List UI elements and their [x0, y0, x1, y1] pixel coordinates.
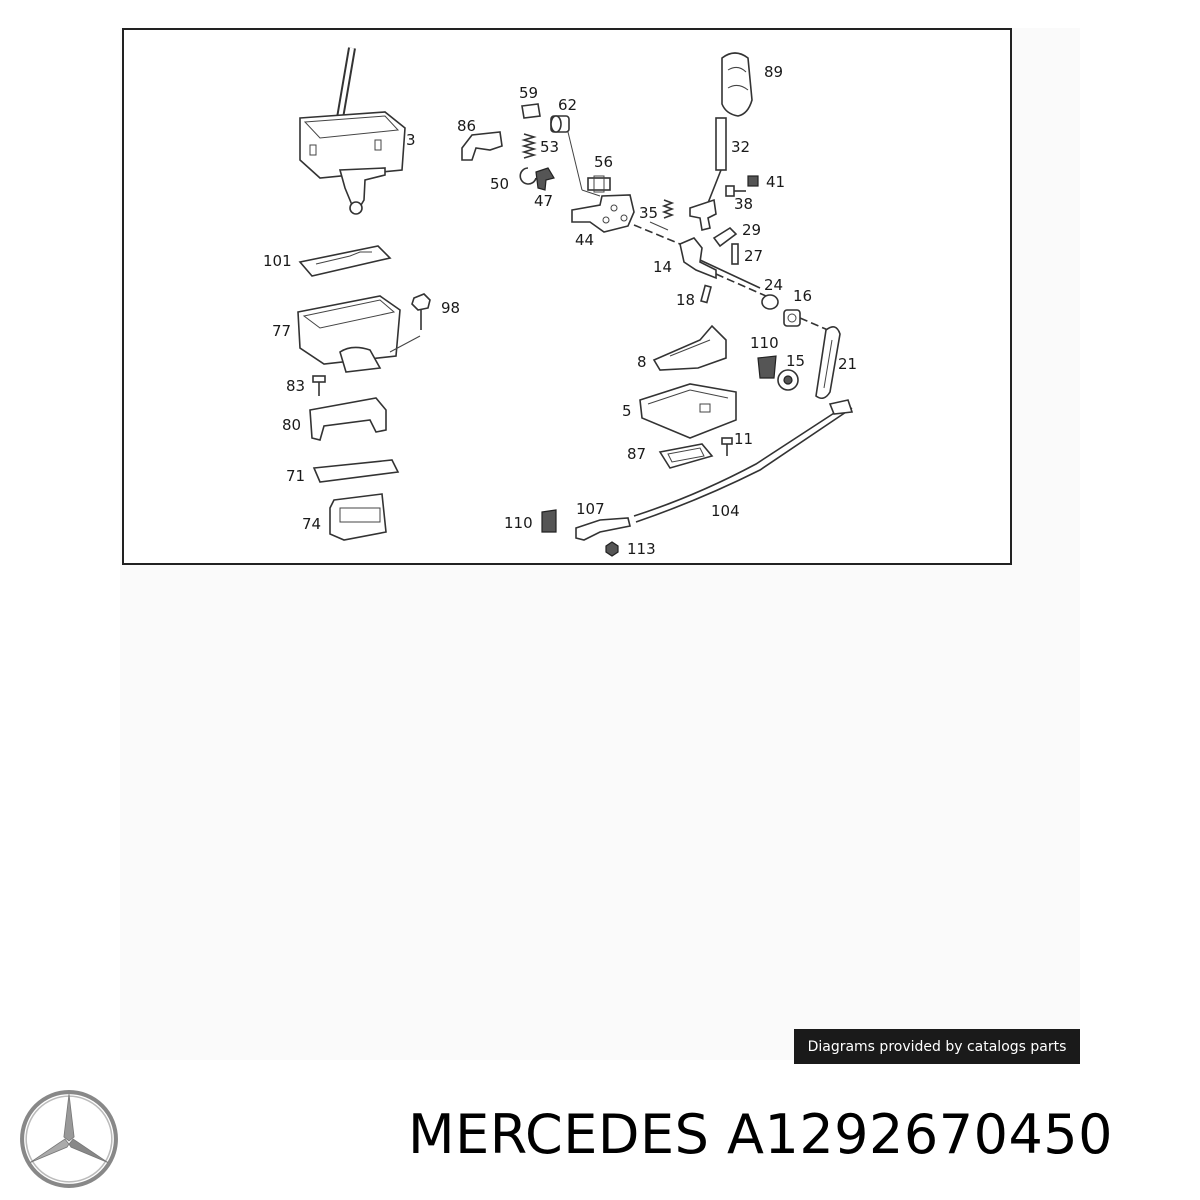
- brand-title: MERCEDES A1292670450: [408, 1108, 1113, 1162]
- callout-16: 16: [793, 287, 812, 305]
- callout-77: 77: [272, 322, 291, 340]
- housing-77: [297, 295, 401, 373]
- callout-21: 21: [838, 355, 857, 373]
- callout-107: 107: [576, 500, 605, 518]
- part-number: A1292670450: [727, 1103, 1114, 1166]
- spring-35: [661, 199, 675, 219]
- part-8: [652, 324, 727, 371]
- callout-15: 15: [786, 352, 805, 370]
- lever-32: [689, 117, 727, 231]
- screw-98: [411, 293, 431, 330]
- diagram-frame: 3 59 62 86 53 56 89 32 41 50 47 38 35 44 29 27 14 101 98 24…: [122, 28, 1012, 565]
- callout-56: 56: [594, 153, 613, 171]
- part-16: [783, 309, 801, 327]
- part-107: [575, 517, 631, 541]
- part-74: [329, 493, 387, 541]
- part-41: [747, 175, 759, 187]
- callout-5: 5: [622, 402, 632, 420]
- callout-41: 41: [766, 173, 785, 191]
- parts-diagram: 3 59 62 86 53 56 89 32 41 50 47 38 35 44 29 27 14 101 98 24…: [263, 47, 857, 558]
- arm-21: [815, 326, 841, 400]
- part-110-upper: [757, 355, 777, 379]
- credit-text: Diagrams provided by catalogs parts: [807, 1038, 1067, 1055]
- callout-71: 71: [286, 467, 305, 485]
- part-80: [309, 397, 387, 441]
- callout-44: 44: [575, 231, 594, 249]
- gasket-87: [658, 443, 714, 469]
- callout-47: 47: [534, 192, 553, 210]
- housing-5: [639, 383, 737, 439]
- callout-59: 59: [519, 84, 538, 102]
- callout-11: 11: [734, 430, 753, 448]
- callout-50: 50: [490, 175, 509, 193]
- callout-38: 38: [734, 195, 753, 213]
- part-62: [550, 115, 570, 133]
- callout-80: 80: [282, 416, 301, 434]
- callout-24: 24: [764, 276, 783, 294]
- nut-113: [605, 541, 619, 557]
- callout-89: 89: [764, 63, 783, 81]
- label-layer: 3 59 62 86 53 56 89 32 41 50 47 38 35 44 29 27 14 101 98 24…: [263, 63, 857, 558]
- part-24: [761, 294, 779, 310]
- part-15: [777, 369, 799, 391]
- part-47: [535, 167, 555, 191]
- screw-83: [312, 375, 326, 396]
- mercedes-star-icon: [20, 1090, 118, 1188]
- brand-name: MERCEDES: [408, 1103, 710, 1166]
- callout-35: 35: [639, 204, 658, 222]
- knob-89: [721, 52, 753, 117]
- callout-110: 110: [750, 334, 779, 352]
- part-71: [312, 459, 400, 483]
- callout-3: 3: [406, 131, 416, 149]
- clip-50: [519, 167, 537, 185]
- part-29: [712, 226, 738, 248]
- callout-32: 32: [731, 138, 750, 156]
- callout-18: 18: [676, 291, 695, 309]
- credit-banner: Diagrams provided by catalogs parts: [794, 1029, 1080, 1064]
- callout-104: 104: [711, 502, 740, 520]
- bolt-56: [587, 175, 611, 193]
- shaft-14: [679, 237, 761, 289]
- part-59: [521, 103, 541, 119]
- spring-53: [521, 133, 537, 159]
- pin-18: [700, 284, 712, 304]
- callout-83: 83: [286, 377, 305, 395]
- screw-38: [725, 185, 746, 197]
- callout-74: 74: [302, 515, 321, 533]
- callout-27: 27: [744, 247, 763, 265]
- bracket-44: [571, 194, 635, 233]
- part-86: [461, 131, 503, 161]
- callout-98: 98: [441, 299, 460, 317]
- callout-87: 87: [627, 445, 646, 463]
- callout-86: 86: [457, 117, 476, 135]
- callout-110: 110: [504, 514, 533, 532]
- pin-27: [731, 243, 739, 265]
- callout-8: 8: [637, 353, 647, 371]
- screw-11: [721, 437, 733, 456]
- cable-104: [633, 399, 854, 523]
- plate-101: [298, 245, 392, 277]
- callout-14: 14: [653, 258, 672, 276]
- callout-29: 29: [742, 221, 761, 239]
- callout-101: 101: [263, 252, 292, 270]
- shifter-housing-3: [299, 47, 406, 215]
- callout-113: 113: [627, 540, 656, 558]
- callout-53: 53: [540, 138, 559, 156]
- part-110-lower: [541, 509, 557, 533]
- callout-62: 62: [558, 96, 577, 114]
